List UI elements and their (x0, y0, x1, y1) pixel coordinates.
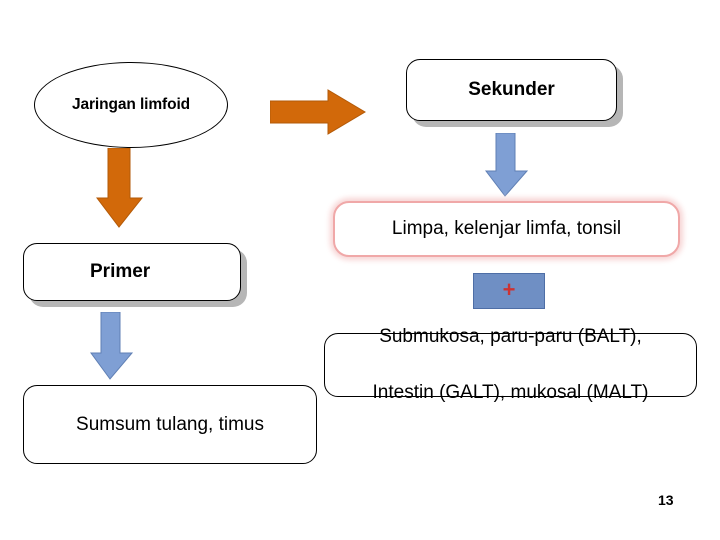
arrow-down-icon (95, 147, 144, 228)
node-primer: Primer (23, 243, 241, 301)
page-number: 13 (658, 492, 674, 508)
node-sekunder-label: Sekunder (468, 79, 555, 100)
arrow-down-icon (484, 132, 530, 197)
node-limpa-label: Limpa, kelenjar limfa, tonsil (391, 218, 622, 239)
node-submukosa-line1: Submukosa, paru-paru (BALT), (379, 326, 642, 347)
node-primer-label: Primer (90, 261, 151, 282)
node-jaringan-limfoid: Jaringan limfoid (34, 62, 228, 148)
node-submukosa: Submukosa, paru-paru (BALT), Intestin (G… (324, 326, 697, 403)
arrow-right-icon (269, 88, 366, 136)
node-submukosa-label: Submukosa, paru-paru (BALT), Intestin (G… (325, 323, 696, 407)
node-sumsum-label: Sumsum tulang, timus (76, 413, 264, 435)
node-sumsum-tulang-timus: Sumsum tulang, timus (23, 385, 317, 464)
node-sekunder: Sekunder (406, 59, 617, 121)
plus-icon: + (502, 277, 516, 302)
node-jaringan-limfoid-label: Jaringan limfoid (71, 96, 191, 113)
node-limpa-kelenjar-limfa-tonsil: Limpa, kelenjar limfa, tonsil (333, 201, 680, 257)
node-submukosa-line2: Intestin (GALT), mukosal (MALT) (372, 382, 649, 403)
arrow-down-icon (89, 311, 135, 380)
plus-badge: + (473, 273, 545, 309)
